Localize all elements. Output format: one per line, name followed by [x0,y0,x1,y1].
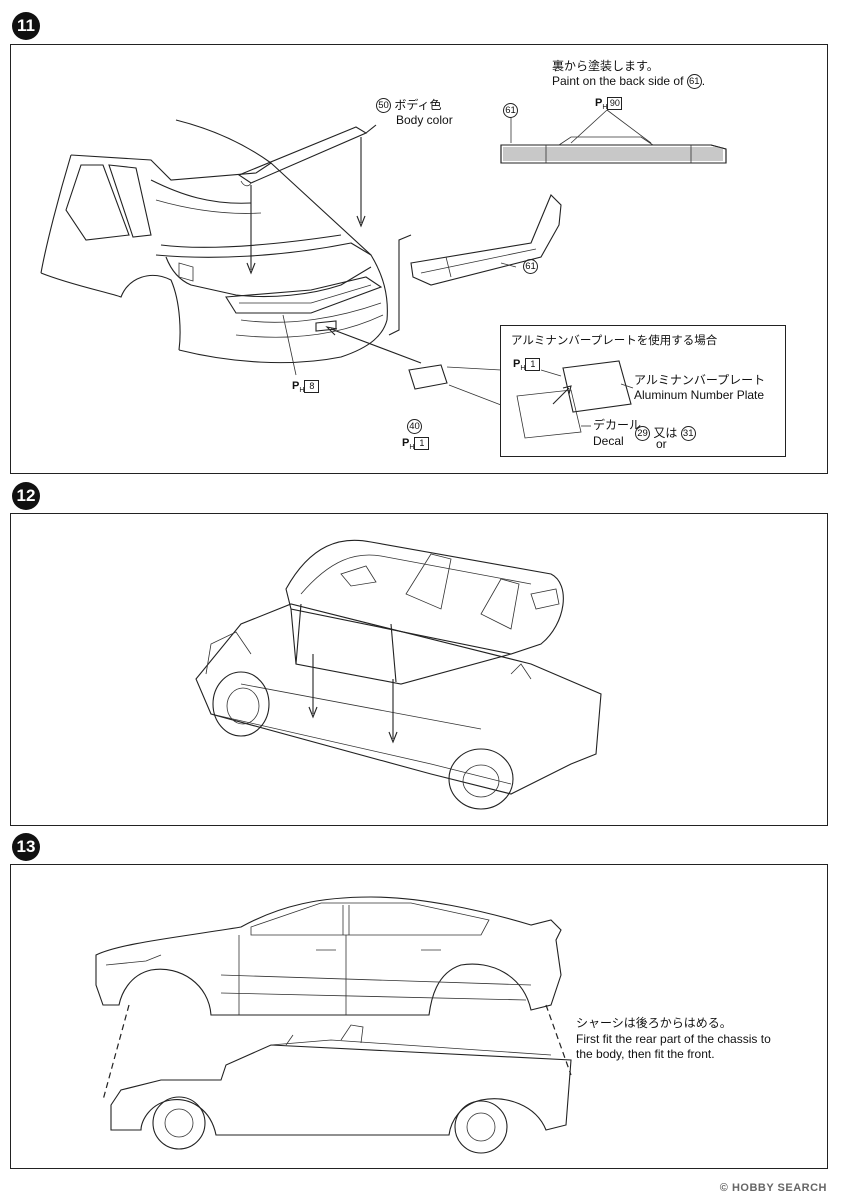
ph-letter: P [513,358,521,371]
ph-letter: P [595,97,603,110]
inset-illustration [516,360,634,439]
or-jp: 又は [653,426,678,440]
step-number-11: 11 [12,12,40,40]
decal-label-en: Decal [593,434,624,448]
ph-sub: H [602,104,608,112]
decal-options: 29 又は 31 [635,424,696,442]
ph-letter: P [402,437,410,450]
ph90-code: 90 [607,97,623,110]
ph-sub: H [520,365,526,373]
decal-label-jp: デカール [593,418,642,432]
part-number-50: 50 [376,98,391,114]
step-13-illustration [95,896,572,1154]
back-paint-note-en-text: Paint on the back side of [552,74,684,88]
watermark-icon: © [719,1182,729,1194]
step-number-12: 12 [12,482,40,510]
body-color-en: Body color [396,113,453,127]
step-11-illustration [40,109,727,406]
part-number-61-top: 61 [503,103,518,118]
step-12-illustration [195,539,602,810]
inset-ph1-code: 1 [525,358,541,371]
step-11-panel [10,44,828,474]
chassis-note-en-1: First fit the rear part of the chassis t… [576,1032,771,1046]
plate-label-jp: アルミナンバープレート [634,373,766,387]
back-paint-note-jp: 裏から塗装します。 [552,59,659,73]
watermark-text: HOBBY SEARCH [731,1182,827,1194]
watermark-logo: © HOBBY SEARCH [720,1182,827,1194]
step-number-13: 13 [12,833,40,861]
back-paint-note-en: Paint on the back side of 61. [552,74,706,90]
ph8-code: 8 [304,380,320,393]
step-13-panel [10,864,828,1169]
ph-sub: H [299,387,305,395]
chassis-note-en-2: the body, then fit the front. [576,1047,715,1061]
inset-title: アルミナンバープレートを使用する場合 [511,335,718,347]
body-color-jp: ボディ色 [394,98,442,112]
part-number-40: 40 [407,419,422,434]
ph-letter: P [292,380,300,393]
part-number-61-note: 61 [686,74,702,90]
ph1-code: 1 [414,437,430,450]
decal-number-31: 31 [680,426,696,442]
decal-number-29: 29 [635,426,650,442]
ph-sub: H [409,444,415,452]
step-12-panel [10,513,828,826]
plate-label-en: Aluminum Number Plate [634,388,765,402]
back-paint-note-end: . [701,74,706,88]
chassis-note-jp: シャーシは後ろからはめる。 [576,1016,732,1030]
part-number-61-bottom: 61 [523,259,538,274]
part-50-label: 50 ボディ色 [376,98,442,114]
or-en: or [656,437,667,451]
